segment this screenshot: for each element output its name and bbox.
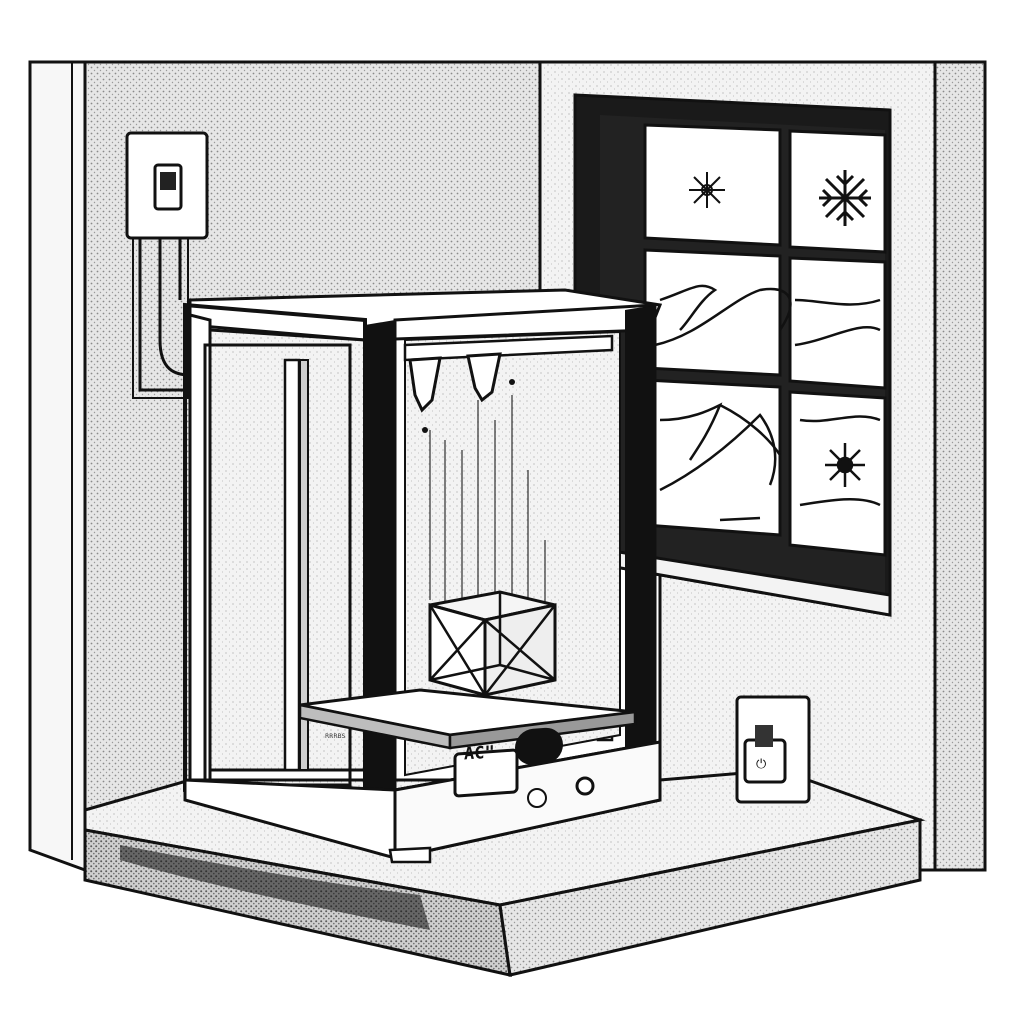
power-button[interactable] [575,776,595,796]
wall-socket[interactable]: ⏻ [735,695,811,804]
switch-toggle[interactable] [160,172,176,190]
control-knob[interactable] [527,788,547,808]
window-panes [643,123,887,557]
snow-drift-lines [654,284,881,522]
window [573,93,892,617]
lcd-display-text: AC" [464,742,495,764]
light-switch[interactable] [125,131,209,399]
snowflake-icon [819,170,871,226]
3d-printer: RRRBS AC" [183,288,663,864]
control-panel[interactable]: AC" [453,727,595,808]
snowflake-icon [825,443,865,487]
lcd-display [453,748,519,798]
control-knob-housing [515,727,563,765]
socket-icon: ⏻ [756,757,766,772]
printer-rail [299,359,309,771]
print-head [408,352,515,433]
printed-cube [428,590,557,697]
bed-plate-label: RRRBS [325,733,346,740]
printer-rail [283,358,301,772]
socket-plug [755,725,773,747]
snowflake-icon [689,172,725,208]
